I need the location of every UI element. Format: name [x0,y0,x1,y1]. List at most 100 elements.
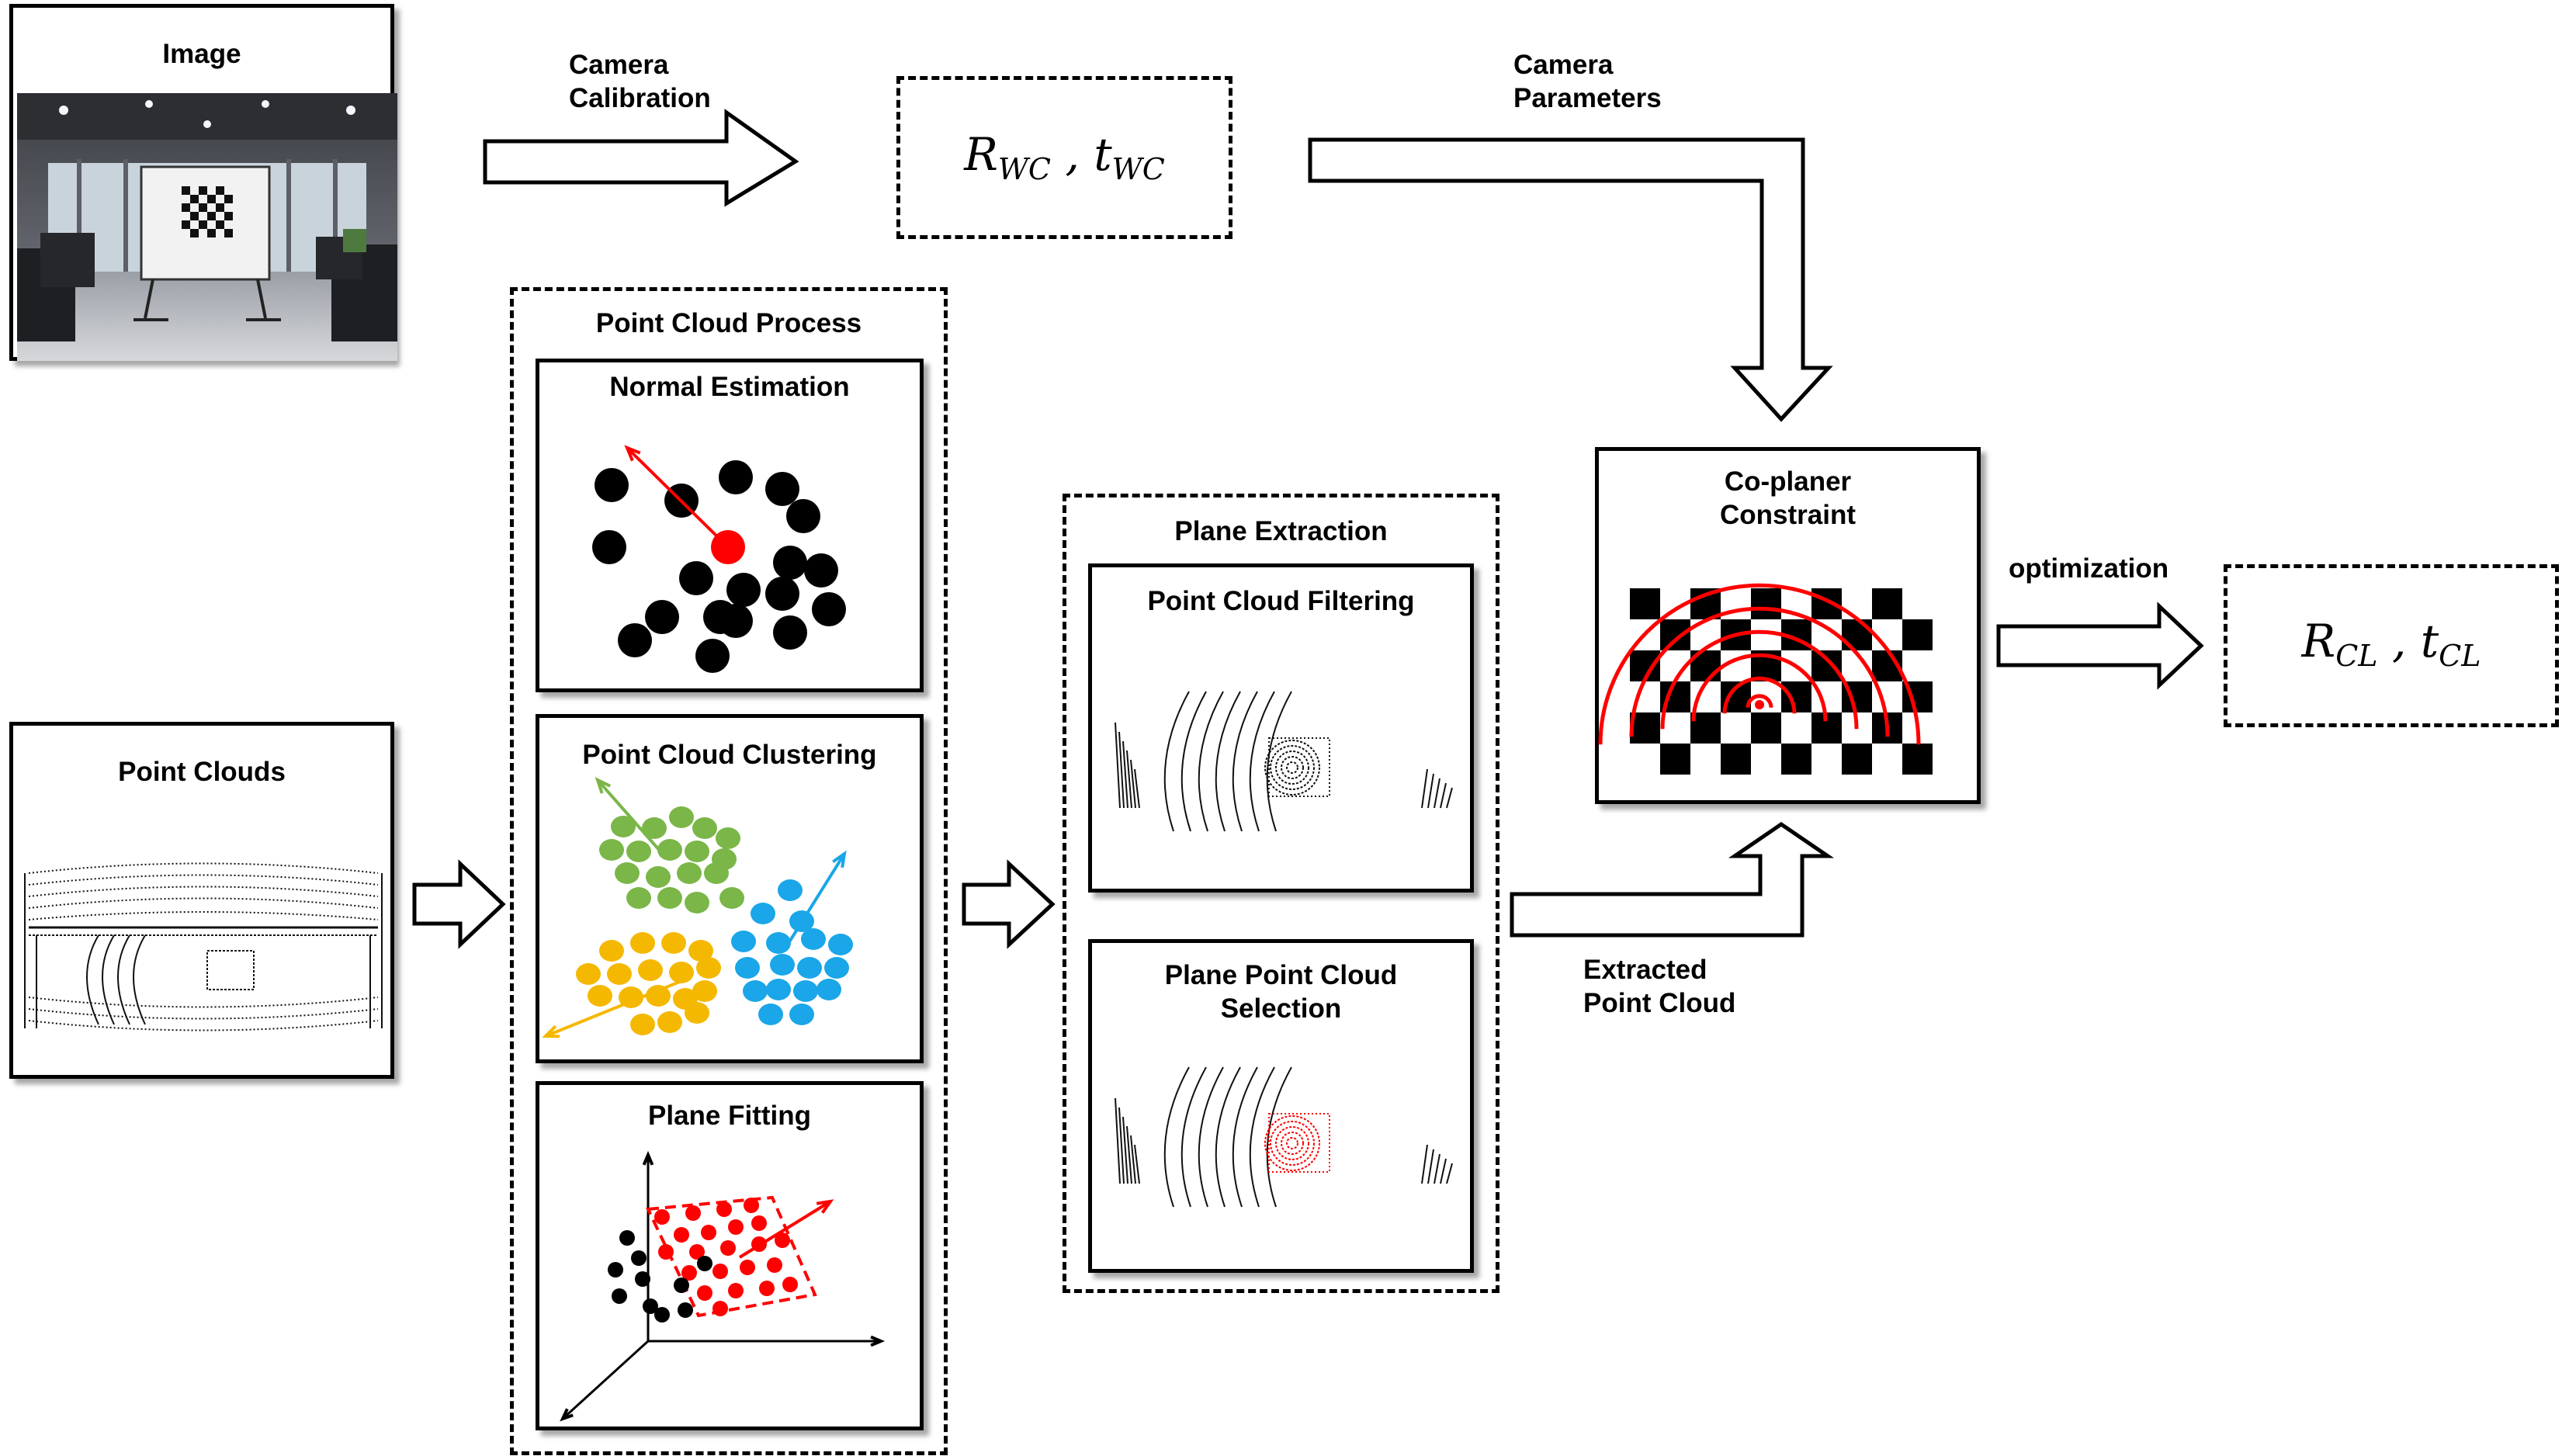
yellow-point [692,980,717,1002]
green-point [599,839,624,861]
point-clouds-title: Point Clouds [118,757,286,787]
yellow-point [576,963,601,985]
arrowhead [870,1335,886,1347]
board-ring [1270,1121,1315,1166]
scan-lines [1163,1066,1292,1208]
yellow-point [638,959,663,981]
checker-square [1751,588,1781,619]
point [645,600,679,634]
clustering-diagram [542,777,853,1038]
plane-point [654,1209,670,1225]
arrowhead [542,1024,560,1038]
green-point [685,841,709,862]
plane-point [701,1225,716,1240]
green-point [615,862,640,884]
board-ring [1281,756,1304,779]
clutter-stroke [1118,1107,1125,1184]
plane-normal [738,1200,832,1259]
checker-square [1842,619,1872,650]
yellow-point [685,1002,709,1024]
checker-square [207,195,216,203]
scan-arc [1249,691,1275,832]
checker-square [1721,744,1751,775]
blue-point [793,980,818,1002]
yellow-point [630,1014,655,1035]
point [765,577,799,611]
checker-square [216,186,224,195]
clutter-stroke [1134,1144,1140,1184]
point [695,639,730,673]
green-point [657,887,682,909]
coplaner-title: Co-planer Constraint [1720,466,1856,530]
scan-arc [1198,691,1224,832]
checker-square [1660,744,1690,775]
green-point [642,817,667,839]
yellow-normal [545,976,690,1038]
checker-square [1872,588,1902,619]
checker-square [1781,744,1811,775]
yellow-point [657,1011,682,1033]
clutter-stroke [1122,740,1128,809]
normal-estimation-panel: Normal Estimation [536,359,924,692]
checker-square [182,203,190,212]
normal-estimation-title: Normal Estimation [609,372,850,402]
coplaner-checkerboard [1598,583,1933,775]
plane-point [728,1283,744,1298]
blue-point [816,979,841,1000]
rwc-formula: RWC , tWC [964,128,1165,186]
scan-arc [1180,691,1207,832]
green-normal [596,778,667,859]
arrowhead [560,1408,574,1422]
arrow-optimization [1996,601,2204,690]
plane-extraction-group: Plane Extraction [1063,494,1499,1293]
clutter-stroke [1421,768,1428,809]
arrowhead [642,1150,654,1166]
green-point [704,862,729,884]
point [773,546,807,580]
green-point [716,827,740,849]
scan-ring [1629,606,1890,737]
filtering-title: Point Cloud Filtering [1147,586,1415,616]
plane-point [740,1260,755,1275]
board-points [1268,737,1330,797]
plane-extraction-title: Plane Extraction [1174,516,1388,546]
green-point [611,816,636,837]
optimization-label: optimization [2009,553,2169,584]
board-ring [1286,1137,1298,1149]
blue-point [735,957,760,979]
clutter-stroke [1115,1097,1121,1184]
point [773,615,807,650]
lidar-scan-image [24,862,383,1031]
clutter-stroke [1130,759,1136,809]
green-point [646,866,671,888]
office-photo [17,93,397,361]
blue-point [766,932,791,954]
point [719,460,753,494]
rwc-box: RWC , tWC [896,76,1232,239]
checker-square [1842,744,1872,775]
yellow-point [646,985,671,1007]
camera-calibration-label: Camera Calibration [569,50,711,113]
yellow-point [661,932,686,954]
point [618,623,652,657]
coplaner-panel: Co-planer Constraint [1595,447,1981,804]
selection-panel: Plane Point Cloud Selection [1088,939,1474,1273]
outlier-point [674,1277,689,1293]
plane-point [728,1219,744,1235]
blue-point [758,1004,783,1025]
outlier-point [643,1298,658,1314]
plane-point [744,1198,759,1213]
image-panel-title: Image [162,39,241,69]
green-point [685,892,709,913]
outlier-point [697,1256,712,1271]
point [804,553,838,588]
scan-arc [1163,691,1190,832]
green-point [692,817,717,839]
normal-estimation-diagram [592,445,846,673]
y-axis [561,1340,650,1420]
point [726,573,761,607]
blue-point [778,879,803,901]
checker-square [190,212,199,220]
image-panel: Image [9,4,397,361]
plane-point [775,1232,790,1248]
